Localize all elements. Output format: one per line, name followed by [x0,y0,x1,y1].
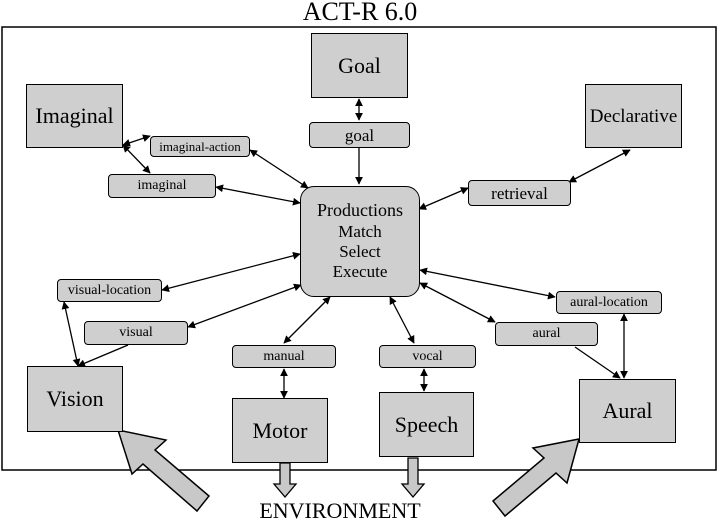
aural-buffer: aural [495,322,598,346]
vision-module: Vision [27,366,123,432]
arrow-retrieval-to-declarative [568,149,631,183]
arrow-visual-to-productions [187,283,302,329]
manual-buffer: manual [232,345,336,368]
diagram-title: ACT-R 6.0 [302,0,418,26]
motor-output-arrow [272,462,298,499]
aural-module: Aural [579,379,676,443]
vocal-buffer: vocal [379,345,476,368]
arrow-imaginal-buffer-to-productions [215,184,301,206]
productions-step-execute: Execute [332,262,388,282]
retrieval-buffer: retrieval [468,180,571,206]
arrow-productions-to-manual [283,296,331,344]
arrow-productions-to-vocal [389,296,415,344]
architecture-frame [1,26,717,471]
arrow-aural-buffer-to-aural-module [574,346,621,379]
visual-buffer: visual [84,321,188,345]
arrow-imaginal-module-to-imaginal-action [122,134,151,147]
imaginal-action-buffer: imaginal-action [150,136,250,157]
environment-input-arrow-aural [491,438,581,518]
environment-label: ENVIRONMENT [259,498,421,523]
productions-box: Productions Match Select Execute [300,186,420,297]
environment-input-arrow-vision [116,429,211,513]
productions-heading: Productions [316,200,403,221]
imaginal-module: Imaginal [26,84,123,148]
imaginal-buffer: imaginal [108,174,216,198]
arrow-visual-to-vision [77,344,129,367]
arrow-productions-to-aural [419,282,496,323]
goal-buffer: goal [309,122,410,148]
aural-location-buffer: aural-location [556,291,662,314]
productions-step-select: Select [339,242,381,262]
declarative-module: Declarative [585,84,682,148]
arrow-productions-to-retrieval [418,187,469,210]
arrow-imaginal-module-to-imaginal-buffer [122,144,151,174]
motor-module: Motor [232,398,328,463]
productions-step-match: Match [338,221,382,241]
speech-output-arrow [400,457,426,499]
visual-location-buffer: visual-location [57,279,162,302]
goal-module: Goal [311,33,408,98]
arrow-imaginal-action-to-productions [249,149,309,189]
arrow-visual-location-to-productions [161,251,301,293]
speech-module: Speech [379,392,474,457]
arrow-visual-location-to-vision [61,301,81,367]
